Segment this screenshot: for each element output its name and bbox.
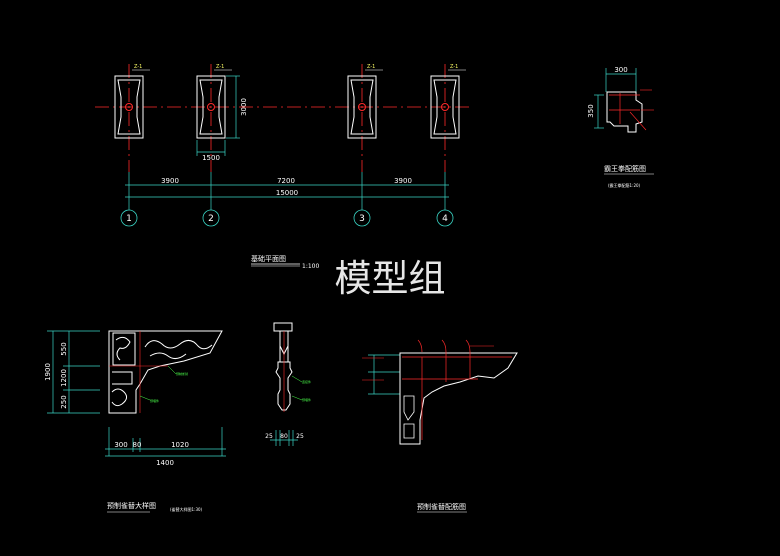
bracket-dim-250: 250 (60, 395, 68, 408)
carving-ornament-scroll (144, 340, 213, 350)
height-dim-text: 3000 (240, 98, 248, 116)
bracket-dim-total-height: 1900 (44, 363, 52, 381)
post-dim-80: 80 (280, 433, 288, 440)
bracket-dim-550: 550 (60, 342, 68, 355)
axis-bubble-4 (436, 209, 454, 227)
bracket-dim-1200: 1200 (60, 369, 68, 387)
column-tag-3: Z-1 (367, 64, 375, 70)
column-tag-4: Z-1 (450, 64, 458, 70)
axis-label-4: 4 (442, 214, 448, 224)
column-footing-3 (347, 75, 377, 139)
bracket-end-panel (112, 332, 136, 366)
bracket-dim-1020: 1020 (171, 441, 189, 449)
axis-lines (95, 64, 472, 172)
post-note-1: 连接件 (302, 379, 311, 384)
axis-label-2: 2 (208, 214, 214, 224)
post-base-profile (275, 361, 293, 411)
post-note-2: 预埋件 (302, 397, 311, 402)
axis-bubble-3 (353, 209, 371, 227)
rebar-bracket-outline (399, 352, 518, 445)
span-2-3-text: 7200 (277, 177, 295, 185)
post-detail: 连接件 预埋件 25 80 25 (265, 322, 311, 446)
bracket-large-subtitle: (雀替大样图1:30) (170, 506, 203, 512)
width-dim-text: 1500 (202, 154, 220, 162)
foundation-plan-scale: 1:100 (302, 263, 319, 270)
top-right-dim-side: 350 (587, 104, 595, 117)
bracket-note-1: 预制雀替 (176, 371, 188, 376)
column-tag-1: Z-1 (134, 64, 142, 70)
bracket-rebar-title: 预制雀替配筋图 (417, 502, 466, 511)
bracket-large-detail: 1900 550 1200 250 预制雀替 预埋件 (44, 330, 226, 513)
column-footing-2 (196, 75, 226, 139)
foundation-plan: Z-1 Z-1 Z-1 Z-1 (95, 64, 472, 270)
foundation-plan-title: 基础平面图 (251, 254, 286, 263)
bracket-dim-300: 300 (114, 441, 127, 449)
total-span-text: 15000 (276, 189, 298, 197)
column-tag-2: Z-1 (216, 64, 224, 70)
column-footing-1 (114, 75, 144, 139)
top-right-subtitle: (霸王拳配筋1:20) (608, 182, 641, 188)
axis-bubble-2 (202, 209, 220, 227)
post-dim-25-left: 25 (265, 433, 273, 440)
bracket-note-2: 预埋件 (150, 398, 159, 403)
watermark-text: 模型组 (335, 257, 446, 300)
column-footings (114, 75, 460, 139)
carving-ornament-left (115, 336, 131, 361)
bracket-rebar-detail: 预制雀替配筋图 (362, 339, 518, 513)
axis-label-1: 1 (126, 214, 132, 224)
post-dim-25-right: 25 (296, 433, 304, 440)
top-right-title: 霸王拳配筋图 (604, 164, 646, 173)
post-cap (273, 322, 293, 332)
span-3-4-text: 3900 (394, 177, 412, 185)
bracket-dim-total: 1400 (156, 459, 174, 467)
bracket-large-title: 预制雀替大样图 (107, 501, 156, 510)
top-right-dim-top: 300 (614, 66, 627, 74)
bracket-outline (108, 330, 223, 414)
column-footing-4 (430, 75, 460, 139)
span-1-2-text: 3900 (161, 177, 179, 185)
top-right-profile (606, 91, 643, 133)
axis-label-3: 3 (359, 214, 365, 224)
bracket-dim-80: 80 (133, 441, 142, 449)
axis-bubble-1 (120, 209, 138, 227)
top-right-rebar-detail: 300 350 霸王拳配筋图 (霸王拳配筋1:20) (587, 66, 654, 188)
